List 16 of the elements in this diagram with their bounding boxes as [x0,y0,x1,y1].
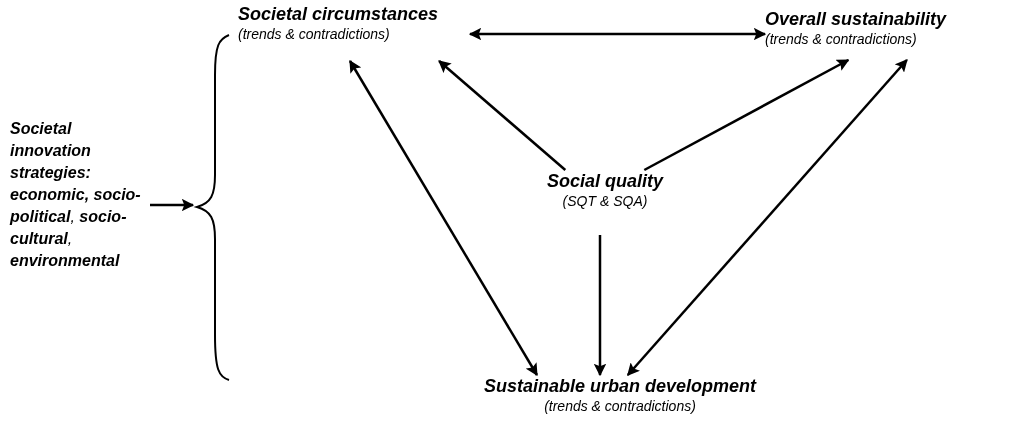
node-title: Societal circumstances [238,3,440,25]
arrow [468,27,767,41]
node-subtitle: (trends & contradictions) [543,397,697,415]
arrow [643,58,850,172]
node-title: Sustainable urban development [482,375,758,397]
node-title: Overall sustainability [765,8,948,30]
node-text: Societal innovation strategies: economic, socio-political, socio-cultural, environmental [10,119,142,271]
node-subtitle: (SQT & SQA) [561,192,649,210]
node-subtitle: (trends & contradictions) [765,30,918,48]
node-subtitle: (trends & contradictions) [238,25,391,43]
arrow [438,60,567,171]
arrow [593,235,607,377]
arrow [348,59,538,377]
arrow [150,198,195,212]
node-title: Social quality [545,170,665,192]
arrow [626,59,908,376]
